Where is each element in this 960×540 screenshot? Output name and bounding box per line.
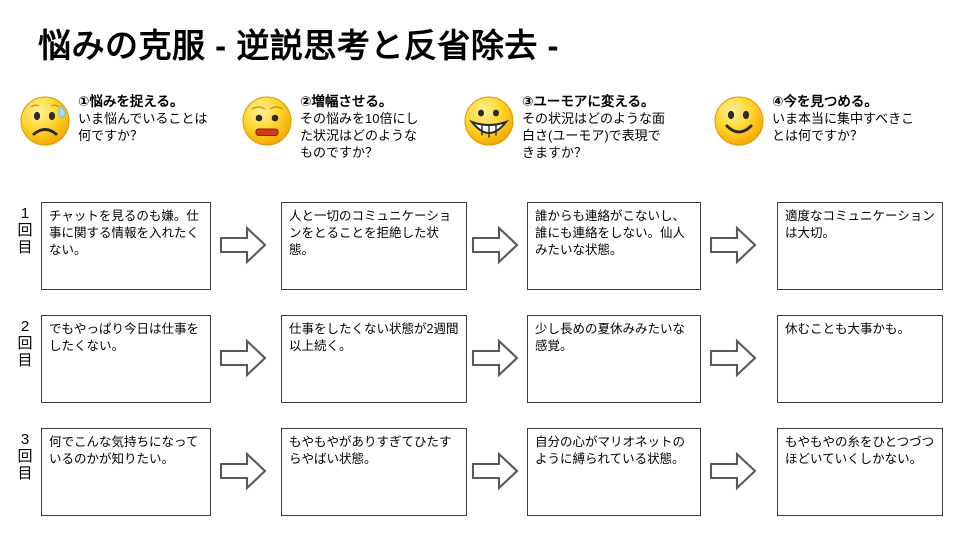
worksheet-row: 2 回 目 でもやっぱり今日は仕事をしたくない。 仕事をしたくない状態が2週間以…	[0, 315, 960, 403]
step-question-line: その悩みを10倍にし	[300, 111, 419, 127]
answer-box[interactable]: でもやっぱり今日は仕事をしたくない。	[41, 315, 211, 403]
answer-box[interactable]: 人と一切のコミュニケーションをとることを拒絶した状態。	[281, 202, 467, 290]
step-header-text-3: ③ユーモアに変える。 その状況はどのような面 白さ(ユーモア)で表現で きますか…	[522, 92, 665, 161]
step-question-line: た状況はどのような	[300, 127, 418, 143]
shocked-face-icon	[240, 94, 294, 148]
right-arrow-icon	[709, 450, 757, 492]
answer-box[interactable]: 誰からも連絡がこないし、誰にも連絡をしない。仙人みたいな状態。	[527, 202, 701, 290]
step-header-text-1: ①悩みを捉える。 いま悩んでいることは 何ですか？	[78, 92, 207, 145]
step-question-line: 白さ(ユーモア)で表現で	[522, 127, 661, 143]
step-header-row: ①悩みを捉える。 いま悩んでいることは 何ですか？	[0, 92, 960, 182]
answer-text: チャットを見るのも嫌。仕事に関する情報を入れたくない。	[49, 209, 200, 257]
answer-box[interactable]: チャットを見るのも嫌。仕事に関する情報を入れたくない。	[41, 202, 211, 290]
step-question: いま悩んでいることは 何ですか？	[78, 111, 207, 144]
step-question-line: きますか？	[522, 144, 588, 160]
row-label-1: 1 回 目	[14, 205, 36, 256]
answer-text: 少し長めの夏休みみたいな感覚。	[535, 322, 686, 353]
step-header-text-2: ②増幅させる。 その悩みを10倍にし た状況はどのような ものですか？	[300, 92, 418, 161]
right-arrow-icon	[219, 450, 267, 492]
right-arrow-icon	[219, 224, 267, 266]
step-question-line: とは何ですか？	[772, 127, 864, 143]
answer-text: でもやっぱり今日は仕事をしたくない。	[49, 322, 200, 353]
row-label-char-me: 目	[17, 238, 33, 256]
step-question-line: 何ですか？	[78, 127, 144, 143]
step-question-line: その状況はどのような面	[522, 111, 666, 127]
step-question-line: ものですか？	[300, 144, 379, 160]
step-question-line: いま本当に集中すべきこ	[772, 111, 915, 127]
answer-text: もやもやがありすぎてひたすらやばい状態。	[289, 435, 452, 466]
page-title: 悩みの克服 - 逆説思考と反省除去 -	[38, 27, 559, 64]
row-label-number: 1	[20, 205, 30, 222]
answer-box[interactable]: 少し長めの夏休みみたいな感覚。	[527, 315, 701, 403]
answer-text: もやもやの糸をひとつづつほどいていくしかない。	[785, 435, 935, 466]
step-question: その悩みを10倍にし た状況はどのような ものですか？	[300, 111, 418, 161]
answer-box[interactable]: 仕事をしたくない状態が2週間以上続く。	[281, 315, 467, 403]
step-header-1: ①悩みを捉える。 いま悩んでいることは 何ですか？	[18, 92, 240, 148]
grinning-face-icon	[462, 94, 516, 148]
answer-box[interactable]: 何でこんな気持ちになっているのかが知りたい。	[41, 428, 211, 516]
right-arrow-icon	[471, 450, 519, 492]
step-header-3: ③ユーモアに変える。 その状況はどのような面 白さ(ユーモア)で表現で きますか…	[462, 92, 700, 161]
step-header-text-4: ④今を見つめる。 いま本当に集中すべきこ とは何ですか？	[772, 92, 914, 145]
answer-text: 何でこんな気持ちになっているのかが知りたい。	[49, 435, 199, 466]
answer-text: 自分の心がマリオネットのように縛られている状態。	[535, 435, 686, 466]
answer-text: 仕事をしたくない状態が2週間以上続く。	[289, 322, 459, 353]
step-title: ④今を見つめる。	[772, 94, 878, 109]
step-title: ③ユーモアに変える。	[522, 94, 655, 109]
answer-box[interactable]: 休むことも大事かも。	[777, 315, 943, 403]
step-header-2: ②増幅させる。 その悩みを10倍にし た状況はどのような ものですか？	[240, 92, 462, 161]
answer-box[interactable]: 自分の心がマリオネットのように縛られている状態。	[527, 428, 701, 516]
right-arrow-icon	[219, 337, 267, 379]
right-arrow-icon	[471, 337, 519, 379]
row-label-char-kai: 回	[17, 221, 33, 239]
row-label-3: 3 回 目	[14, 431, 36, 482]
answer-text: 誰からも連絡がこないし、誰にも連絡をしない。仙人みたいな状態。	[535, 209, 686, 257]
row-label-2: 2 回 目	[14, 318, 36, 369]
row-label-number: 2	[20, 318, 30, 335]
answer-text: 人と一切のコミュニケーションをとることを拒絶した状態。	[289, 209, 452, 257]
step-header-4: ④今を見つめる。 いま本当に集中すべきこ とは何ですか？	[712, 92, 952, 148]
row-label-char-me: 目	[17, 464, 33, 482]
answer-box[interactable]: もやもやの糸をひとつづつほどいていくしかない。	[777, 428, 943, 516]
row-label-char-me: 目	[17, 351, 33, 369]
step-question: その状況はどのような面 白さ(ユーモア)で表現で きますか？	[522, 111, 665, 161]
answer-text: 休むことも大事かも。	[785, 322, 911, 336]
step-title: ②増幅させる。	[300, 94, 393, 109]
step-title: ①悩みを捉える。	[78, 94, 184, 109]
row-label-char-kai: 回	[17, 447, 33, 465]
right-arrow-icon	[709, 224, 757, 266]
worksheet-row: 1 回 目 チャットを見るのも嫌。仕事に関する情報を入れたくない。 人と一切のコ…	[0, 202, 960, 290]
row-label-number: 3	[20, 431, 30, 448]
answer-box[interactable]: 適度なコミュニケーションは大切。	[777, 202, 943, 290]
smiling-face-icon	[712, 94, 766, 148]
right-arrow-icon	[709, 337, 757, 379]
answer-text: 適度なコミュニケーションは大切。	[785, 209, 935, 240]
row-label-char-kai: 回	[17, 334, 33, 352]
sad-sweat-face-icon	[18, 94, 72, 148]
step-question: いま本当に集中すべきこ とは何ですか？	[772, 111, 914, 144]
right-arrow-icon	[471, 224, 519, 266]
worksheet-row: 3 回 目 何でこんな気持ちになっているのかが知りたい。 もやもやがありすぎてひ…	[0, 428, 960, 516]
answer-box[interactable]: もやもやがありすぎてひたすらやばい状態。	[281, 428, 467, 516]
step-question-line: いま悩んでいることは	[78, 111, 208, 127]
